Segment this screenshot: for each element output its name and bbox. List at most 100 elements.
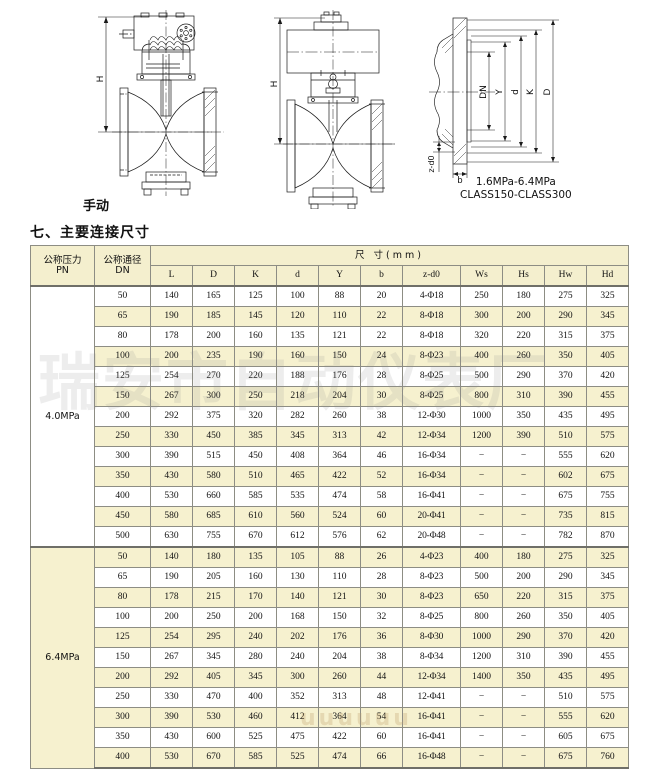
header-col-Hs: Hs <box>502 265 545 287</box>
cell-dn: 350 <box>94 466 151 487</box>
pn-group-cell: 6.4MPa <box>30 546 95 769</box>
cell-b: 42 <box>360 426 403 447</box>
cell-zd0: 8-Φ23 <box>402 346 461 367</box>
cell-b: 24 <box>360 346 403 367</box>
cell-d: 160 <box>276 346 319 367</box>
cell-zd0: 8-Φ25 <box>402 607 461 628</box>
cell-Ws: 400 <box>460 546 503 568</box>
cell-Hw: 390 <box>544 647 587 668</box>
cell-Hs: − <box>502 526 545 548</box>
cell-Hd: 375 <box>586 326 629 347</box>
cell-Hs: − <box>502 687 545 708</box>
cell-L: 390 <box>150 446 193 467</box>
cell-Hw: 555 <box>544 707 587 728</box>
pneumatic-valve-drawing: H <box>270 10 395 209</box>
cell-Hs: 290 <box>502 627 545 648</box>
cell-L: 330 <box>150 426 193 447</box>
cell-d: 525 <box>276 747 319 769</box>
cell-dn: 65 <box>94 306 151 327</box>
flange-caption-class: CLASS150-CLASS300 <box>460 189 572 201</box>
cell-L: 390 <box>150 707 193 728</box>
cell-L: 190 <box>150 567 193 588</box>
cell-K: 525 <box>234 727 277 748</box>
cell-zd0: 16-Φ41 <box>402 486 461 507</box>
cell-Hs: 350 <box>502 406 545 427</box>
cell-Ws: 1000 <box>460 627 503 648</box>
cell-K: 585 <box>234 747 277 769</box>
cell-K: 250 <box>234 386 277 407</box>
cell-Hs: 220 <box>502 326 545 347</box>
svg-text:b: b <box>457 176 462 184</box>
cell-dn: 200 <box>94 406 151 427</box>
cell-L: 580 <box>150 506 193 527</box>
cell-Hw: 290 <box>544 567 587 588</box>
cell-Y: 364 <box>318 446 361 467</box>
cell-Hd: 455 <box>586 647 629 668</box>
cell-dn: 450 <box>94 506 151 527</box>
cell-b: 26 <box>360 546 403 568</box>
cell-b: 52 <box>360 466 403 487</box>
cell-Ws: 250 <box>460 285 503 307</box>
cell-Y: 474 <box>318 486 361 507</box>
cell-Y: 422 <box>318 727 361 748</box>
flange-caption-pressure: 1.6MPa-6.4MPa <box>475 176 556 188</box>
cell-Y: 150 <box>318 346 361 367</box>
cell-Y: 121 <box>318 587 361 608</box>
cell-b: 38 <box>360 406 403 427</box>
cell-zd0: 16-Φ48 <box>402 747 461 769</box>
cell-zd0: 16-Φ41 <box>402 727 461 748</box>
cell-Y: 176 <box>318 627 361 648</box>
cell-Hw: 290 <box>544 306 587 327</box>
cell-Hw: 315 <box>544 326 587 347</box>
cell-d: 408 <box>276 446 319 467</box>
svg-text:H: H <box>270 81 280 88</box>
cell-zd0: 4-Φ23 <box>402 546 461 568</box>
cell-b: 36 <box>360 627 403 648</box>
cell-d: 412 <box>276 707 319 728</box>
cell-Hd: 375 <box>586 587 629 608</box>
cell-Ws: 300 <box>460 306 503 327</box>
cell-Hs: 310 <box>502 386 545 407</box>
cell-d: 105 <box>276 546 319 568</box>
cell-D: 295 <box>192 627 235 648</box>
cell-Hd: 675 <box>586 727 629 748</box>
cell-Ws: − <box>460 446 503 467</box>
cell-K: 510 <box>234 466 277 487</box>
svg-text:z-d0: z-d0 <box>427 155 436 172</box>
cell-Hs: 260 <box>502 346 545 367</box>
cell-d: 475 <box>276 727 319 748</box>
cell-b: 30 <box>360 386 403 407</box>
cell-Hw: 275 <box>544 285 587 307</box>
cell-zd0: 8-Φ18 <box>402 306 461 327</box>
cell-Hw: 675 <box>544 486 587 507</box>
cell-Hd: 495 <box>586 667 629 688</box>
cell-D: 215 <box>192 587 235 608</box>
cell-d: 240 <box>276 647 319 668</box>
svg-text:D: D <box>543 88 553 95</box>
cell-zd0: 12-Φ41 <box>402 687 461 708</box>
cell-zd0: 12-Φ34 <box>402 426 461 447</box>
header-col-K: K <box>234 265 277 287</box>
cell-Hs: 310 <box>502 647 545 668</box>
cell-Hw: 370 <box>544 366 587 387</box>
cell-L: 292 <box>150 406 193 427</box>
manual-drawing-caption: 手动 <box>83 199 110 214</box>
cell-D: 180 <box>192 546 235 568</box>
cell-Hs: − <box>502 466 545 487</box>
cell-dn: 50 <box>94 285 151 307</box>
cell-Ws: − <box>460 506 503 527</box>
cell-Hs: 200 <box>502 306 545 327</box>
cell-dn: 150 <box>94 386 151 407</box>
cell-Hs: 220 <box>502 587 545 608</box>
header-nominal-pressure: 公称压力 PN <box>30 245 95 287</box>
cell-Hs: 390 <box>502 426 545 447</box>
cell-L: 200 <box>150 346 193 367</box>
cell-Hd: 575 <box>586 687 629 708</box>
